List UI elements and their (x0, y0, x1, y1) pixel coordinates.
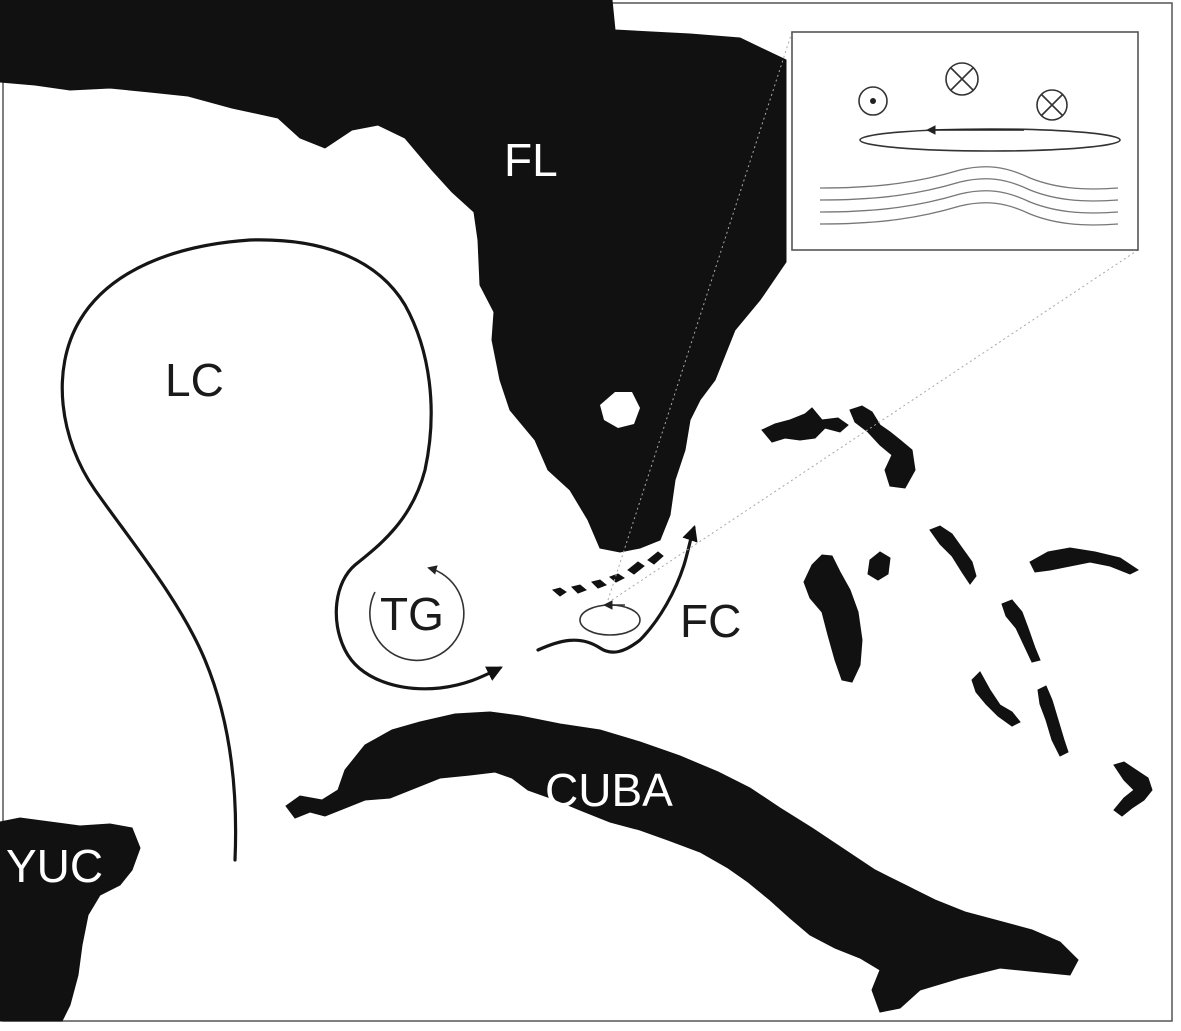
label-yucatan: YUC (6, 840, 103, 892)
florida-keys (551, 551, 664, 597)
landmass-florida (0, 0, 787, 553)
tortugas-gyre-circle (369, 565, 465, 662)
label-tortugas-gyre: TG (380, 588, 444, 640)
inset-projection-lines (607, 31, 1139, 601)
keys-eddy-ellipse (579, 604, 641, 636)
cross-circle-icon (1036, 89, 1068, 121)
inset-diagram (791, 31, 1139, 251)
lake-okeechobee (600, 392, 640, 428)
florida-current-path (536, 524, 698, 654)
label-florida-current: FC (680, 595, 741, 647)
label-cuba: CUBA (545, 764, 673, 816)
landmass-yucatan (0, 817, 141, 1022)
label-loop-current: LC (165, 354, 224, 406)
bahamas-islands (761, 405, 1153, 817)
landmass-cuba (285, 711, 1079, 1013)
label-florida: FL (504, 134, 558, 186)
loop-current-path (60, 238, 503, 862)
dot-circle-icon (858, 86, 888, 116)
cross-circle-icon (945, 62, 979, 96)
